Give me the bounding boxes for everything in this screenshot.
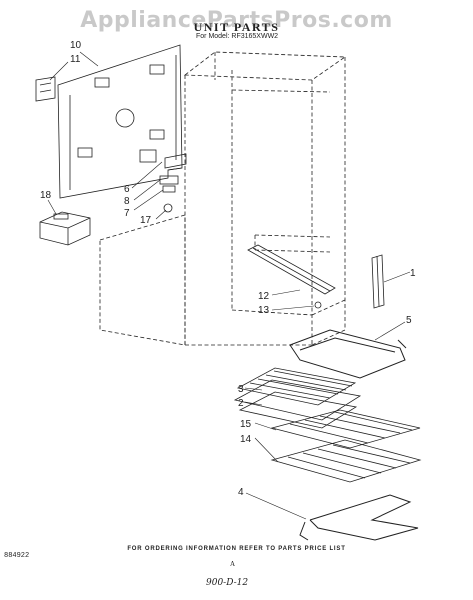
side-trim-strip bbox=[247, 244, 336, 309]
screw-17 bbox=[163, 203, 173, 213]
clip-7 bbox=[162, 185, 176, 193]
model-subtitle: For Model: RF3165XWW2 bbox=[196, 33, 279, 40]
callout-5: 5 bbox=[406, 315, 412, 326]
callout-15: 15 bbox=[240, 419, 252, 430]
callout-labels: 10 11 6 8 7 17 18 1 12 13 5 3 2 15 14 4 bbox=[40, 40, 416, 498]
callout-12: 12 bbox=[258, 291, 270, 302]
callout-6: 6 bbox=[124, 184, 130, 195]
end-cap bbox=[371, 254, 385, 309]
callout-17: 17 bbox=[140, 215, 152, 226]
watermark: AppliancePartsPros.com bbox=[80, 8, 393, 33]
gasket-plate bbox=[35, 76, 56, 102]
callout-2: 2 bbox=[238, 398, 244, 409]
oven-rack-upper bbox=[270, 409, 421, 449]
callout-18: 18 bbox=[40, 190, 52, 201]
callout-7: 7 bbox=[124, 208, 130, 219]
vent-grille bbox=[149, 64, 165, 75]
page-letter: A bbox=[230, 560, 236, 568]
oven-cabinet-outline bbox=[99, 51, 347, 346]
bake-element bbox=[289, 329, 407, 379]
broil-pan-grid bbox=[236, 367, 357, 406]
callout-4: 4 bbox=[238, 487, 244, 498]
vent-grille bbox=[94, 77, 110, 88]
transformer-box bbox=[39, 211, 91, 246]
diagram-title: UNIT PARTS bbox=[193, 20, 280, 34]
ordering-info-footer: FOR ORDERING INFORMATION REFER TO PARTS … bbox=[127, 546, 346, 552]
document-number: 884922 bbox=[4, 552, 30, 560]
callout-1: 1 bbox=[410, 268, 416, 279]
callout-13: 13 bbox=[258, 305, 270, 316]
bracket-8 bbox=[159, 175, 179, 185]
handwritten-note: 900-D-12 bbox=[206, 578, 249, 588]
callout-3: 3 bbox=[238, 384, 244, 395]
screw-13 bbox=[314, 301, 322, 309]
callout-leaders bbox=[47, 51, 411, 520]
callout-10: 10 bbox=[70, 40, 82, 51]
vent-grille bbox=[149, 129, 165, 140]
fan-opening bbox=[115, 108, 135, 128]
broil-element bbox=[299, 494, 419, 541]
oven-rack-lower bbox=[270, 439, 422, 483]
callout-8: 8 bbox=[124, 196, 130, 207]
vent-grille bbox=[77, 147, 93, 158]
rear-panel bbox=[57, 44, 183, 199]
callout-14: 14 bbox=[240, 434, 252, 445]
callout-11: 11 bbox=[70, 54, 81, 65]
